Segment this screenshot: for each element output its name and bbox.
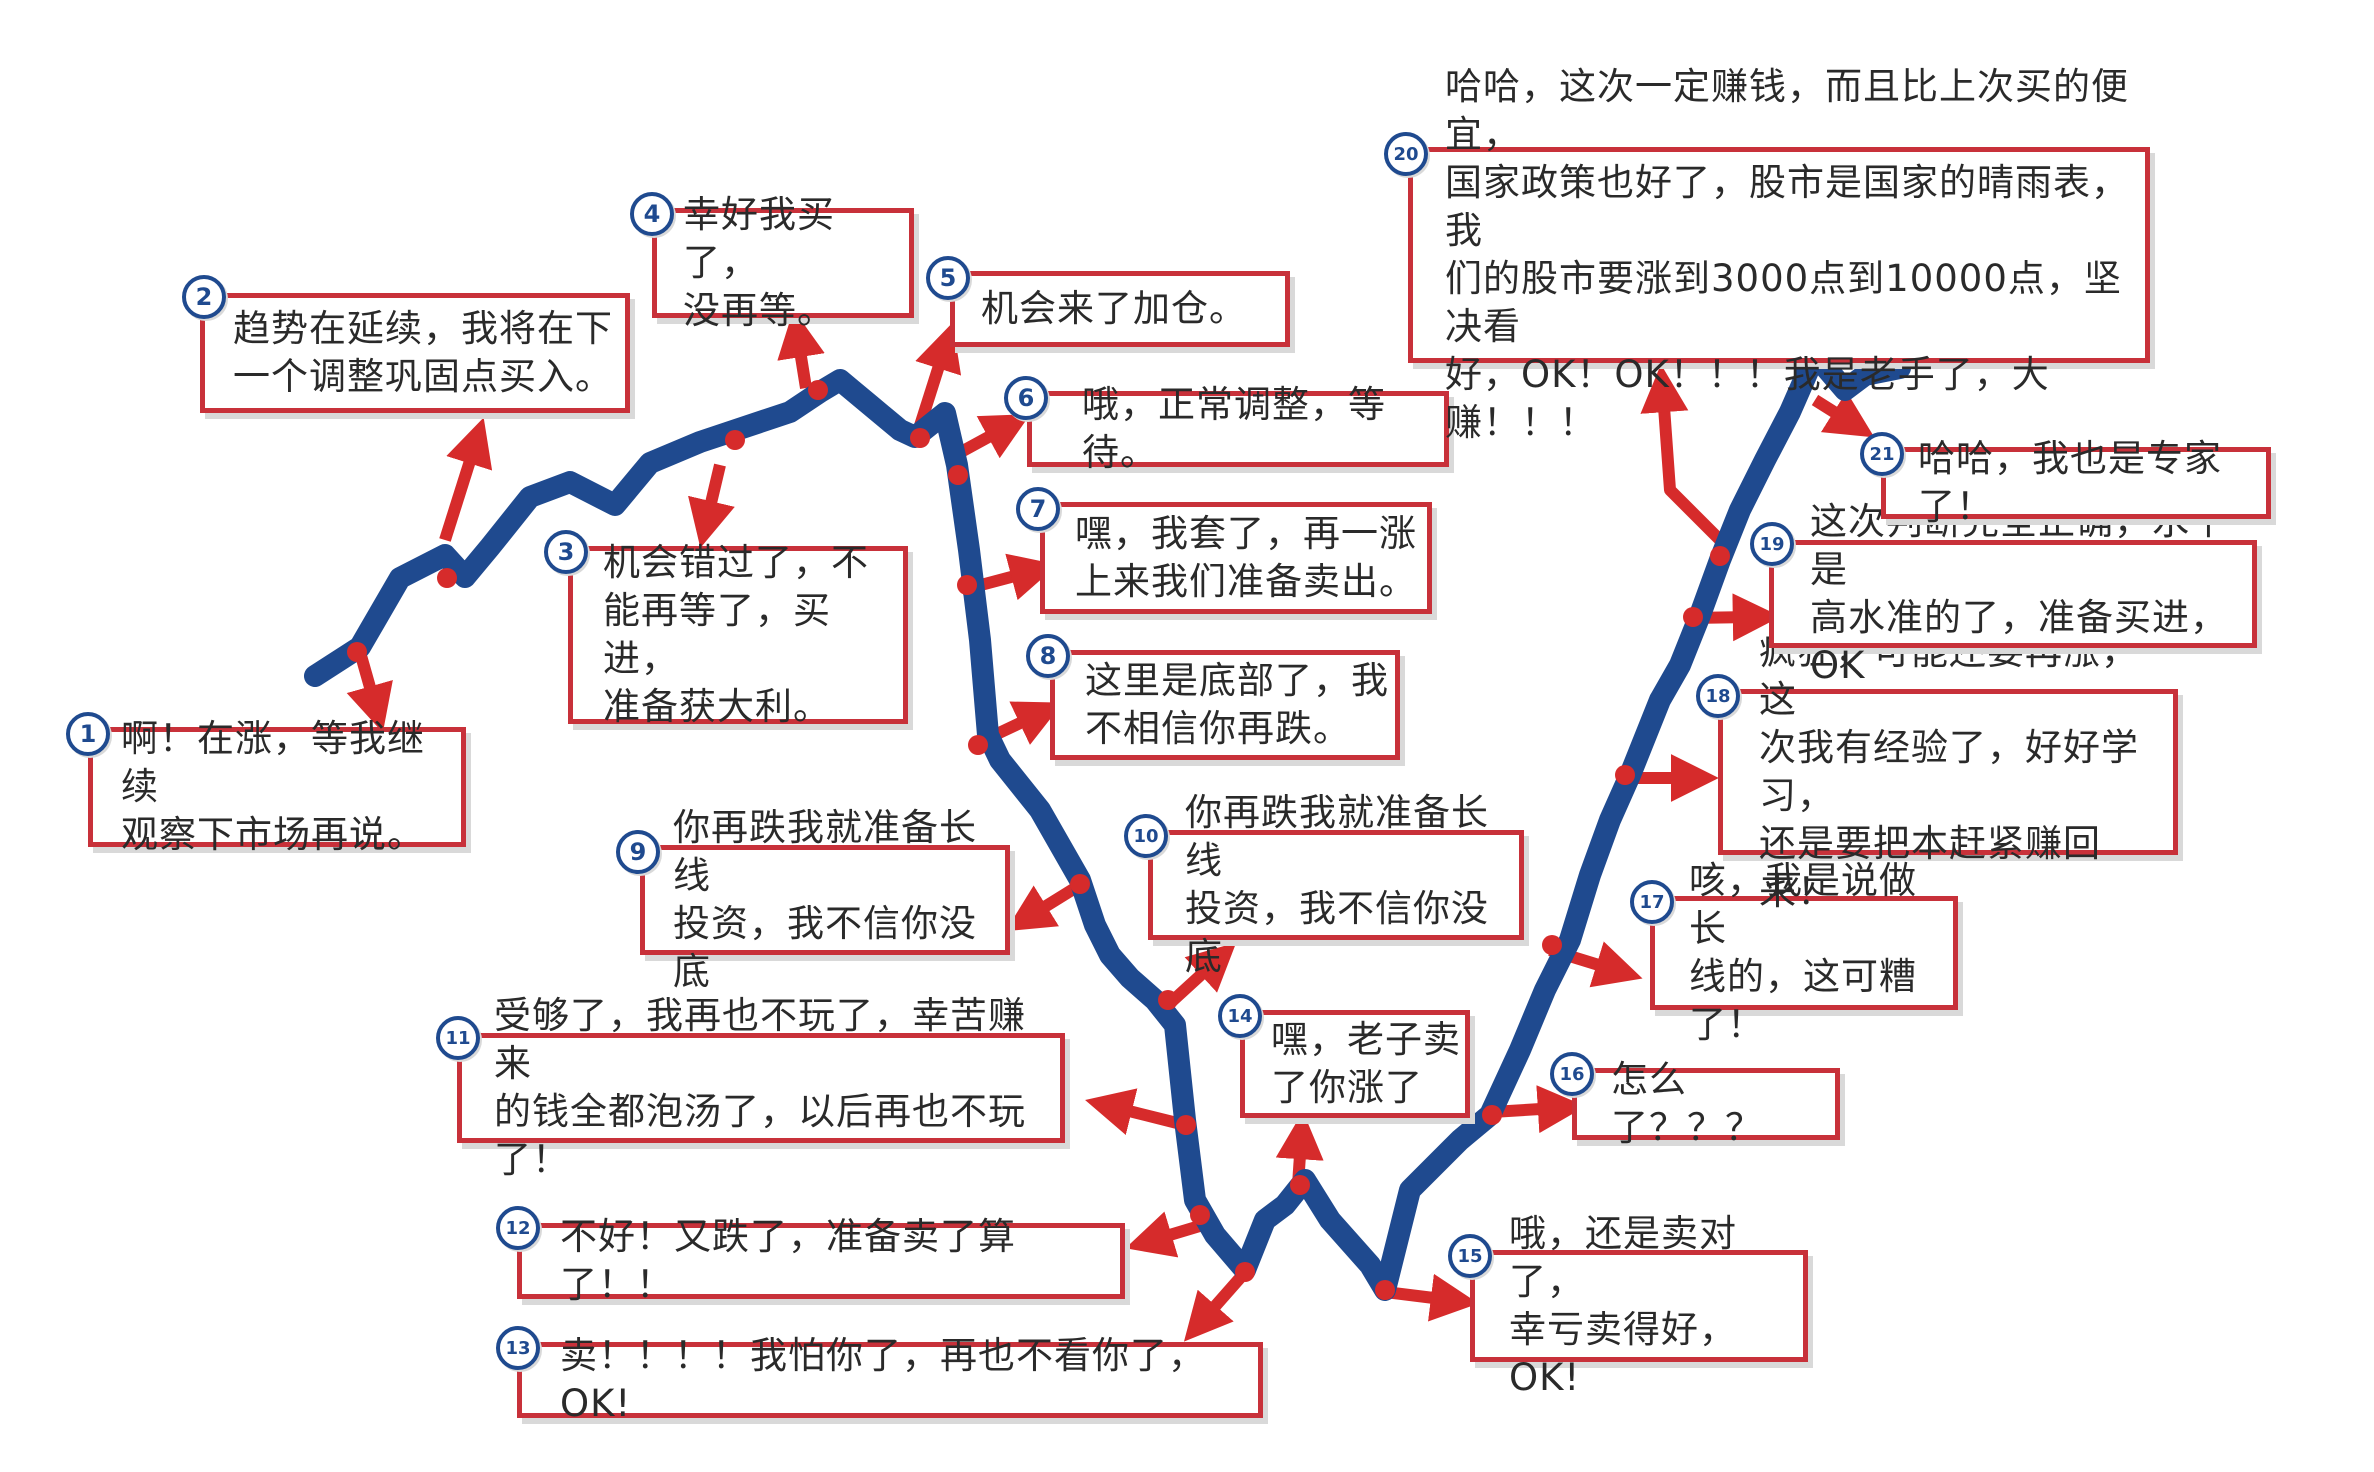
speech-box-14: 嘿，老子卖 了你涨了 [1240, 1010, 1470, 1118]
speech-box-text: 不好！又跌了，准备卖了算了！！ [560, 1215, 1016, 1306]
speech-box-text: 哦，还是卖对了， 幸亏卖得好，OK! [1509, 1212, 1737, 1399]
callout-arrow [1811, 391, 1875, 438]
callout-arrow [346, 650, 393, 733]
trade-point-dot [1158, 990, 1178, 1010]
speech-box-7: 嘿，我套了，再一涨 上来我们准备卖出。 [1040, 502, 1432, 614]
trade-point-dot [1615, 765, 1635, 785]
step-number-badge: 18 [1696, 674, 1740, 718]
trade-point-dot [1235, 1262, 1255, 1282]
speech-box-15: 哦，还是卖对了， 幸亏卖得好，OK! [1470, 1212, 1808, 1399]
speech-box-text: 受够了，我再也不玩了，幸苦赚来 的钱全都泡汤了，以后再也不玩了！ [494, 994, 1026, 1181]
trade-point-dot [1710, 546, 1730, 566]
speech-box-2: 趋势在延续，我将在下 一个调整巩固点买入。 [200, 293, 630, 413]
speech-box-10: 你再跌我就准备长线 投资，我不信你没底 [1148, 791, 1524, 978]
speech-box-text: 嘿，老子卖 了你涨了 [1271, 1018, 1461, 1109]
speech-box-1: 啊！在涨，等我继续 观察下市场再说。 [88, 717, 466, 856]
step-number-badge: 15 [1448, 1234, 1492, 1278]
callout-arrow [1085, 1088, 1187, 1135]
step-number-badge: 6 [1004, 376, 1048, 420]
step-number-badge: 17 [1630, 880, 1674, 924]
speech-box-9: 你再跌我就准备长线 投资，我不信你没底 [640, 806, 1010, 993]
step-number-badge: 21 [1860, 432, 1904, 476]
speech-box-12: 不好！又跌了，准备卖了算了！！ [517, 1215, 1125, 1306]
step-number-badge: 16 [1550, 1052, 1594, 1096]
speech-box-text: 你再跌我就准备长线 投资，我不信你没底 [673, 806, 977, 993]
callout-arrow [1125, 1211, 1205, 1258]
step-number-badge: 2 [182, 275, 226, 319]
step-number-badge: 13 [496, 1326, 540, 1370]
speech-box-text: 咳，我是说做长 线的，这可糟了！ [1689, 859, 1917, 1046]
trade-point-dot [1482, 1105, 1502, 1125]
step-number-badge: 4 [630, 192, 674, 236]
speech-box-text: 怎么了？？？ [1611, 1058, 1763, 1149]
speech-box-text: 你再跌我就准备长线 投资，我不信你没底 [1185, 791, 1489, 978]
trade-point-dot [957, 575, 977, 595]
speech-box-text: 卖！！！！我怕你了，再也不看你了，OK! [560, 1334, 1206, 1425]
callout-arrow [439, 417, 493, 542]
speech-box-17: 咳，我是说做长 线的，这可糟了！ [1650, 859, 1958, 1046]
step-number-badge: 20 [1384, 132, 1428, 176]
trade-point-dot [1683, 607, 1703, 627]
trade-point-dot [437, 568, 457, 588]
trade-point-dot [808, 380, 828, 400]
speech-box-4: 幸好我买了， 没再等。 [652, 193, 914, 332]
speech-box-21: 哈哈，我也是专家了！ [1881, 437, 2271, 528]
trade-point-dot [1070, 874, 1090, 894]
speech-box-20: 哈哈，这次一定赚钱，而且比上次买的便宜， 国家政策也好了，股市是国家的晴雨表，我… [1408, 65, 2150, 444]
callout-arrow [777, 309, 825, 389]
step-number-badge: 11 [436, 1016, 480, 1060]
callout-arrow [1640, 364, 1725, 545]
step-number-badge: 9 [616, 830, 660, 874]
speech-box-5: 机会来了加仓。 [950, 271, 1290, 347]
speech-box-text: 趋势在延续，我将在下 一个调整巩固点买入。 [233, 307, 613, 398]
callout-arrow [1005, 879, 1084, 932]
speech-box-text: 哦，正常调整，等待。 [1082, 383, 1386, 474]
speech-box-text: 啊！在涨，等我继续 观察下市场再说。 [121, 717, 425, 856]
callout-arrow [1183, 1274, 1245, 1342]
speech-box-text: 疯狂，可能还要再涨，这 次我有经验了，好好学习， 还是要把本赶紧赚回来！ [1759, 630, 2139, 913]
trade-point-dot [725, 430, 745, 450]
speech-box-text: 幸好我买了， 没再等。 [683, 193, 835, 332]
speech-box-text: 嘿，我套了，再一涨 上来我们准备卖出。 [1075, 512, 1417, 603]
step-number-badge: 19 [1750, 522, 1794, 566]
trade-point-dot [347, 642, 367, 662]
speech-box-8: 这里是底部了，我 不相信你再跌。 [1050, 650, 1400, 760]
step-number-badge: 3 [544, 530, 588, 574]
trade-point-dot [968, 735, 988, 755]
trade-point-dots [347, 345, 1825, 1300]
trade-point-dot [910, 428, 930, 448]
speech-box-19: 这次判断完全正确，水平是 高水准的了，准备买进，OK [1769, 500, 2257, 687]
speech-box-6: 哦，正常调整，等待。 [1027, 383, 1449, 474]
step-number-badge: 1 [66, 712, 110, 756]
trade-point-dot [948, 465, 968, 485]
trade-point-dot [1190, 1205, 1210, 1225]
trade-point-dot [1290, 1175, 1310, 1195]
speech-box-18: 疯狂，可能还要再涨，这 次我有经验了，好好学习， 还是要把本赶紧赚回来！ [1718, 630, 2178, 913]
callout-arrow [1384, 1273, 1479, 1322]
speech-box-text: 机会错过了，不 能再等了，买进， 准备获大利。 [603, 541, 869, 728]
speech-box-text: 哈哈，我也是专家了！ [1918, 437, 2222, 528]
callout-arrow [688, 463, 735, 549]
speech-box-text: 这里是底部了，我 不相信你再跌。 [1085, 659, 1389, 750]
speech-box-11: 受够了，我再也不玩了，幸苦赚来 的钱全都泡汤了，以后再也不玩了！ [457, 994, 1065, 1181]
step-number-badge: 5 [926, 256, 970, 300]
step-number-badge: 7 [1016, 487, 1060, 531]
speech-box-3: 机会错过了，不 能再等了，买进， 准备获大利。 [568, 541, 908, 728]
speech-box-16: 怎么了？？？ [1572, 1058, 1840, 1149]
trade-point-dot [1176, 1115, 1196, 1135]
step-number-badge: 10 [1124, 814, 1168, 858]
step-number-badge: 8 [1026, 634, 1070, 678]
trade-point-dot [1542, 935, 1562, 955]
speech-box-text: 哈哈，这次一定赚钱，而且比上次买的便宜， 国家政策也好了，股市是国家的晴雨表，我… [1445, 65, 2129, 444]
speech-box-13: 卖！！！！我怕你了，再也不看你了，OK! [517, 1334, 1263, 1425]
trade-point-dot [1375, 1280, 1395, 1300]
step-number-badge: 12 [496, 1206, 540, 1250]
step-number-badge: 14 [1218, 994, 1262, 1038]
speech-box-text: 机会来了加仓。 [981, 287, 1247, 330]
